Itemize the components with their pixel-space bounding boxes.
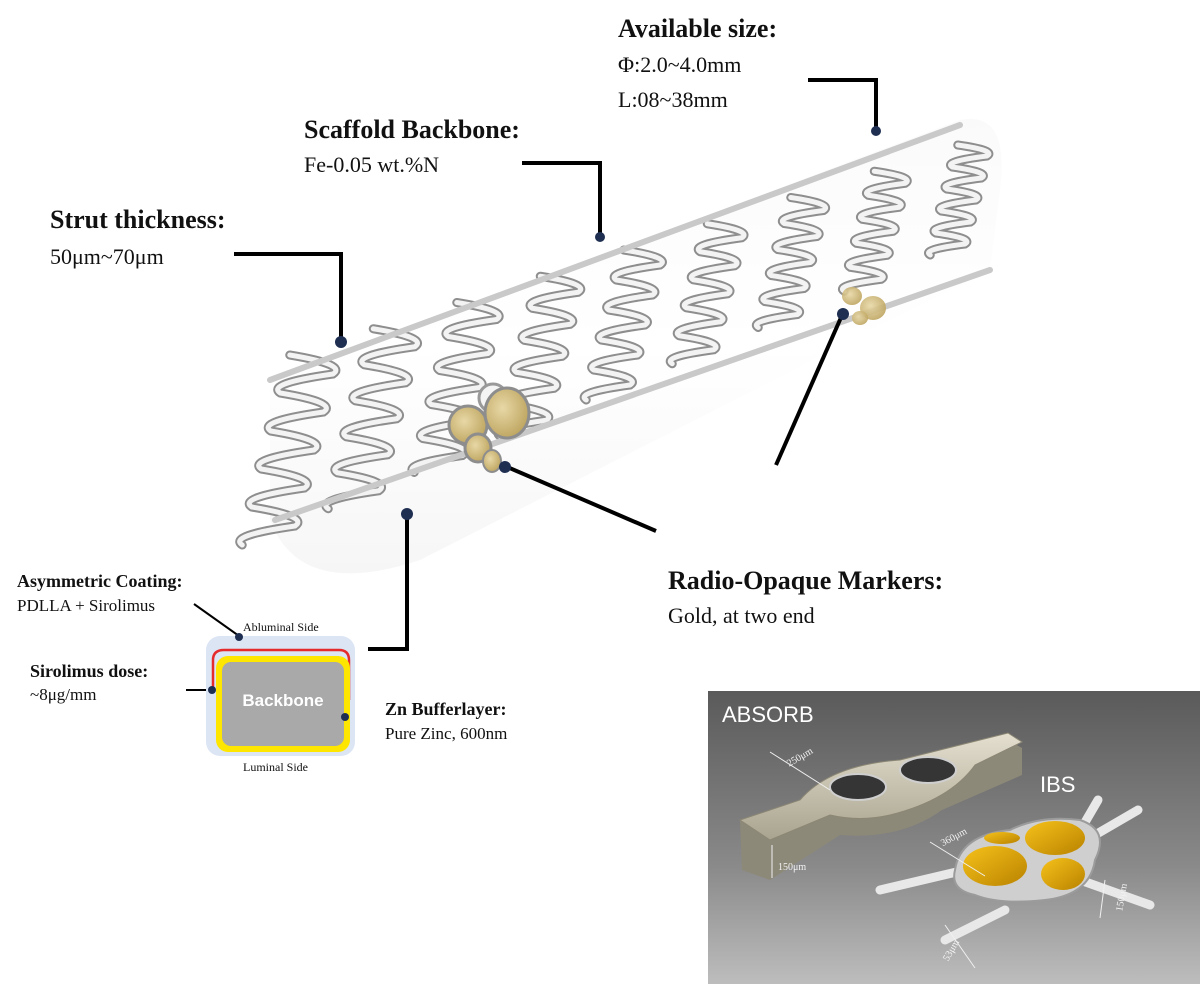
strut-ring	[581, 247, 665, 403]
dot-marker-front	[499, 461, 511, 473]
markers-title: Radio-Opaque Markers:	[668, 566, 944, 595]
ibs-marker-3	[1041, 858, 1085, 890]
dot-zn	[341, 713, 349, 721]
available-size-title: Available size:	[618, 14, 778, 43]
coating-title: Asymmetric Coating:	[17, 571, 183, 591]
leader-scaffold-backbone	[522, 161, 602, 236]
leader-available-size	[808, 78, 878, 130]
strut-ring	[495, 273, 584, 439]
dot-coating	[235, 633, 243, 641]
coating-material: PDLLA + Sirolimus	[17, 596, 156, 615]
strut-ring	[409, 300, 502, 475]
strut-rail	[267, 122, 963, 383]
ibs-marker-2	[1025, 821, 1085, 855]
leader-marker-front	[504, 464, 657, 533]
available-size-length: L:08~38mm	[618, 87, 728, 112]
leader-marker-back	[774, 312, 845, 466]
dot-available-size	[871, 126, 881, 136]
dose-title: Sirolimus dose:	[30, 661, 149, 681]
dot-cross-section	[401, 508, 413, 520]
zn-bufferlayer-spec: Pure Zinc, 600nm	[385, 724, 508, 743]
strut-ring	[754, 195, 829, 330]
dot-scaffold	[595, 232, 605, 242]
leader-lines	[186, 78, 878, 691]
absorb-label: ABSORB	[722, 702, 814, 727]
absorb-marker-1	[829, 773, 887, 801]
dot-dose	[208, 686, 216, 694]
leader-strut-thickness	[234, 252, 343, 341]
leader-coating	[193, 603, 240, 637]
scaffold-backbone-material: Fe-0.05 wt.%N	[304, 152, 440, 177]
scaffold-backbone-title: Scaffold Backbone:	[304, 115, 520, 144]
available-size-diameter: Φ:2.0~4.0mm	[618, 52, 742, 77]
strut-thickness-value: 50μm~70μm	[50, 244, 164, 269]
inset-panel	[708, 691, 1200, 984]
strut-ring	[667, 221, 747, 367]
strut-ring	[926, 142, 992, 258]
ibs-marker-1	[963, 846, 1027, 886]
inset-dimension-lines	[769, 751, 1106, 969]
ibs-markers	[953, 817, 1101, 903]
abluminal-side-label: Abluminal Side	[243, 620, 319, 634]
ibs-label: IBS	[1040, 772, 1076, 797]
dim-150um-absorb: 150μm	[778, 862, 807, 873]
stent-struts	[235, 122, 994, 550]
radio-opaque-marker-front	[447, 382, 531, 473]
luminal-side-label: Luminal Side	[243, 760, 308, 774]
leader-cross-section	[368, 514, 409, 651]
strut-cross-section	[206, 633, 355, 756]
strut-ring	[237, 352, 339, 548]
ibs-marker-4	[984, 832, 1020, 844]
dot-marker-back	[837, 308, 849, 320]
strut-ring	[840, 168, 910, 294]
backbone-label: Backbone	[242, 691, 324, 710]
absorb-marker-2	[899, 756, 957, 784]
zn-bufferlayer-title: Zn Bufferlayer:	[385, 699, 507, 719]
callout-dots	[335, 126, 881, 520]
radio-opaque-marker-back	[842, 287, 886, 325]
strut-ring	[323, 326, 420, 512]
absorb-strut	[738, 732, 1024, 880]
dot-strut	[335, 336, 347, 348]
strut-thickness-title: Strut thickness:	[50, 205, 226, 234]
dose-value: ~8μg/mm	[30, 685, 97, 704]
markers-description: Gold, at two end	[668, 603, 815, 628]
